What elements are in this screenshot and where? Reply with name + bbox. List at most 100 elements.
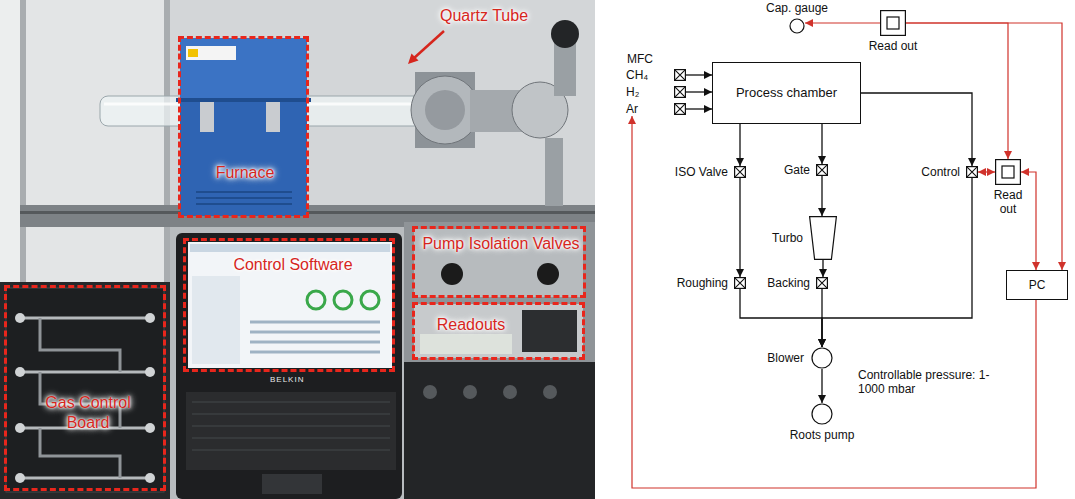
readout-symbol [995, 159, 1021, 185]
turbo-symbol [809, 216, 837, 260]
pressure-note: Controllable pressure: 1-1000 mbar [858, 368, 998, 396]
gas-line [686, 74, 712, 75]
pump-label: Roots pump [790, 428, 855, 442]
valve-label: Control [921, 165, 960, 179]
mfc-label: MFC [627, 52, 653, 66]
turbo-pump: Turbo [772, 216, 837, 260]
vacuum-flange [411, 20, 579, 206]
valve-symbol [675, 104, 686, 115]
instrument-rack [522, 310, 577, 352]
photo-background [164, 0, 170, 282]
gas-line [822, 260, 823, 277]
readout-box: Read out [991, 159, 1025, 216]
pump-circle [811, 403, 833, 425]
signal-line [1021, 172, 1036, 270]
gas-control-board [145, 367, 155, 377]
gas-line [821, 176, 822, 216]
blower-pump: Blower [767, 347, 833, 369]
gas-line [821, 369, 822, 403]
box-label: Process chamber [736, 85, 837, 101]
gas-line [740, 289, 822, 347]
laptop [188, 242, 392, 368]
valve-symbol [816, 164, 828, 176]
instrument-rack [423, 385, 437, 399]
photo-background [20, 0, 26, 282]
valve-symbol [735, 278, 746, 289]
valve-symbol [674, 69, 686, 81]
instrument-rack [503, 385, 517, 399]
software-callout: Control Software [183, 238, 395, 372]
readout-label: Read out [869, 39, 918, 53]
valve-symbol [674, 103, 686, 115]
roughing-valve: Roughing [677, 276, 746, 290]
laptop [307, 291, 325, 309]
readout-box: Read out [869, 10, 918, 53]
valve-symbol [966, 166, 978, 178]
laptop [192, 276, 240, 364]
valve-symbol [675, 87, 686, 98]
signal-line [906, 23, 1062, 270]
valve-label: Backing [767, 276, 810, 290]
mfc-valve: CH₄ [626, 68, 686, 82]
gas-line [861, 93, 972, 166]
gas-control-board [15, 473, 25, 483]
photo-background [20, 0, 170, 282]
valve-label: Roughing [677, 276, 728, 290]
part-label: Quartz Tube [440, 6, 528, 26]
gas-control-board [15, 423, 25, 433]
signal-line [632, 116, 1036, 488]
valve-symbol [734, 166, 746, 178]
gas-line [739, 178, 740, 277]
valve-symbol [817, 278, 828, 289]
gas-control-board [145, 313, 155, 323]
vacuum-flange [411, 76, 479, 144]
gas-line [821, 124, 822, 164]
valve-symbol [675, 70, 686, 81]
furnace [180, 38, 307, 100]
backing-valve: Backing [767, 276, 828, 290]
callout-label: Furnace [216, 163, 275, 183]
turbo-symbol [810, 217, 837, 260]
valve-label: ISO Valve [675, 165, 728, 179]
valve-symbol [735, 167, 746, 178]
control-valve: Control [921, 165, 978, 179]
valve-symbol [817, 165, 828, 176]
laptop [192, 402, 390, 450]
gas-control-board [0, 282, 170, 499]
pump-circle [812, 348, 832, 368]
valve-symbol [817, 278, 828, 289]
pump-circle [812, 404, 832, 424]
gas-control-board [0, 282, 170, 499]
readout-label: Read out [991, 188, 1025, 216]
valve-symbol [735, 167, 746, 178]
vacuum-flange [551, 20, 579, 48]
laptop [176, 233, 402, 499]
furnace [266, 102, 280, 132]
signal-line [906, 23, 1008, 159]
laptop [186, 392, 396, 470]
instrument-rack [463, 385, 477, 399]
turbo-label: Turbo [772, 231, 803, 245]
valve-symbol [817, 165, 828, 176]
valve-symbol [734, 277, 746, 289]
signal-line [805, 22, 880, 23]
callout-label: Pump Isolation Valves [422, 234, 579, 254]
instrument-rack [414, 304, 583, 358]
gas-control-board [6, 288, 164, 492]
readout-symbol [887, 17, 899, 29]
valve-label: Gate [784, 163, 810, 177]
valve-label: H₂ [626, 85, 656, 99]
valve-symbol [674, 86, 686, 98]
gate-valve: Gate [784, 163, 828, 177]
laptop [190, 244, 390, 252]
box-label: PC [1029, 278, 1046, 293]
instrument-rack [537, 263, 559, 285]
valve-symbol [675, 87, 686, 98]
furnace [186, 46, 236, 60]
instrument-rack [404, 222, 595, 499]
readout-symbol [996, 160, 1021, 185]
valve-label: CH₄ [626, 68, 656, 82]
readout-symbol [1002, 166, 1014, 178]
gas-board-callout: Gas Control Board [4, 285, 166, 491]
